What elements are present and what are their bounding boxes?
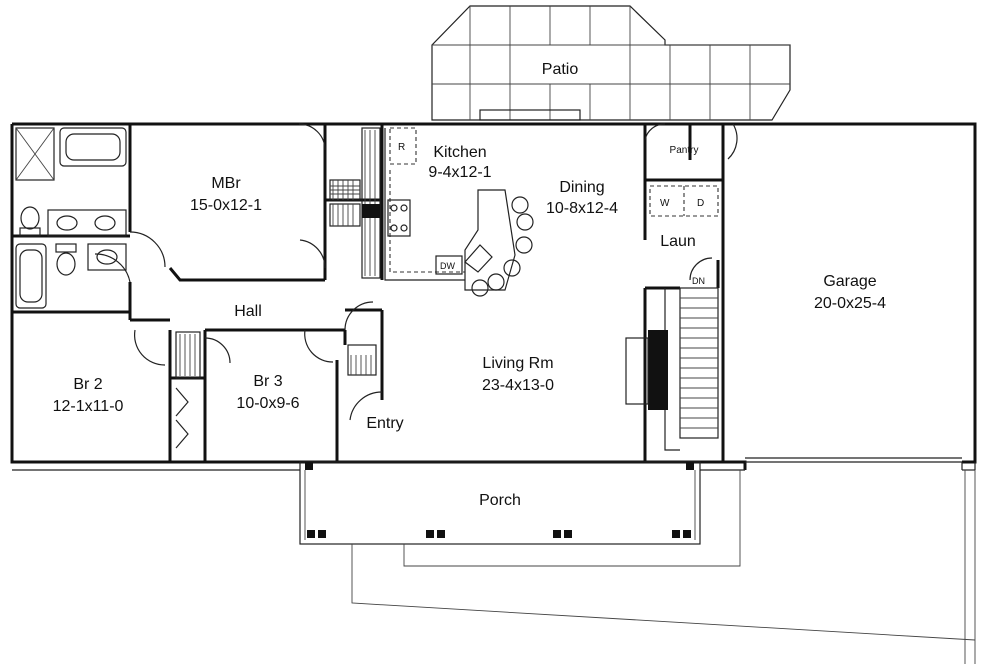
- kitchen-size: 9-4x12-1: [428, 164, 491, 181]
- entry-label: Entry: [366, 415, 403, 432]
- washer-label: W: [660, 198, 670, 209]
- fridge-label: R: [398, 142, 405, 153]
- kitchen-fixtures: R DW: [384, 127, 534, 297]
- br2-label: Br 2: [73, 376, 102, 393]
- dishwasher-label: DW: [440, 261, 455, 271]
- br3-size: 10-0x9-6: [236, 395, 299, 412]
- laun-label: Laun: [660, 233, 696, 250]
- mbr-size: 15-0x12-1: [190, 197, 262, 214]
- dryer-label: D: [697, 198, 704, 209]
- patio-label: Patio: [542, 61, 579, 78]
- garage-label: Garage: [823, 273, 876, 290]
- pantry-label: Pantry: [670, 145, 699, 156]
- closets: [175, 127, 381, 449]
- stair-dn-label: DN: [692, 276, 705, 286]
- living-size: 23-4x13-0: [482, 377, 554, 394]
- living-label: Living Rm: [482, 355, 553, 372]
- bath-fixtures: [15, 127, 127, 309]
- porch-area: [299, 461, 976, 664]
- dining-label: Dining: [559, 179, 604, 196]
- hall-label: Hall: [234, 303, 262, 320]
- laundry-stairs: W D DN: [625, 185, 719, 451]
- garage-size: 20-0x25-4: [814, 295, 886, 312]
- patio-area: [431, 5, 791, 121]
- porch-label: Porch: [479, 492, 521, 509]
- room-labels: Patio Kitchen 9-4x12-1 Dining 10-8x12-4 …: [53, 61, 887, 509]
- br3-label: Br 3: [253, 373, 282, 390]
- door-swings: [94, 123, 738, 421]
- kitchen-label: Kitchen: [433, 144, 486, 161]
- mbr-label: MBr: [211, 175, 241, 192]
- dining-size: 10-8x12-4: [546, 200, 618, 217]
- br2-size: 12-1x11-0: [53, 398, 124, 415]
